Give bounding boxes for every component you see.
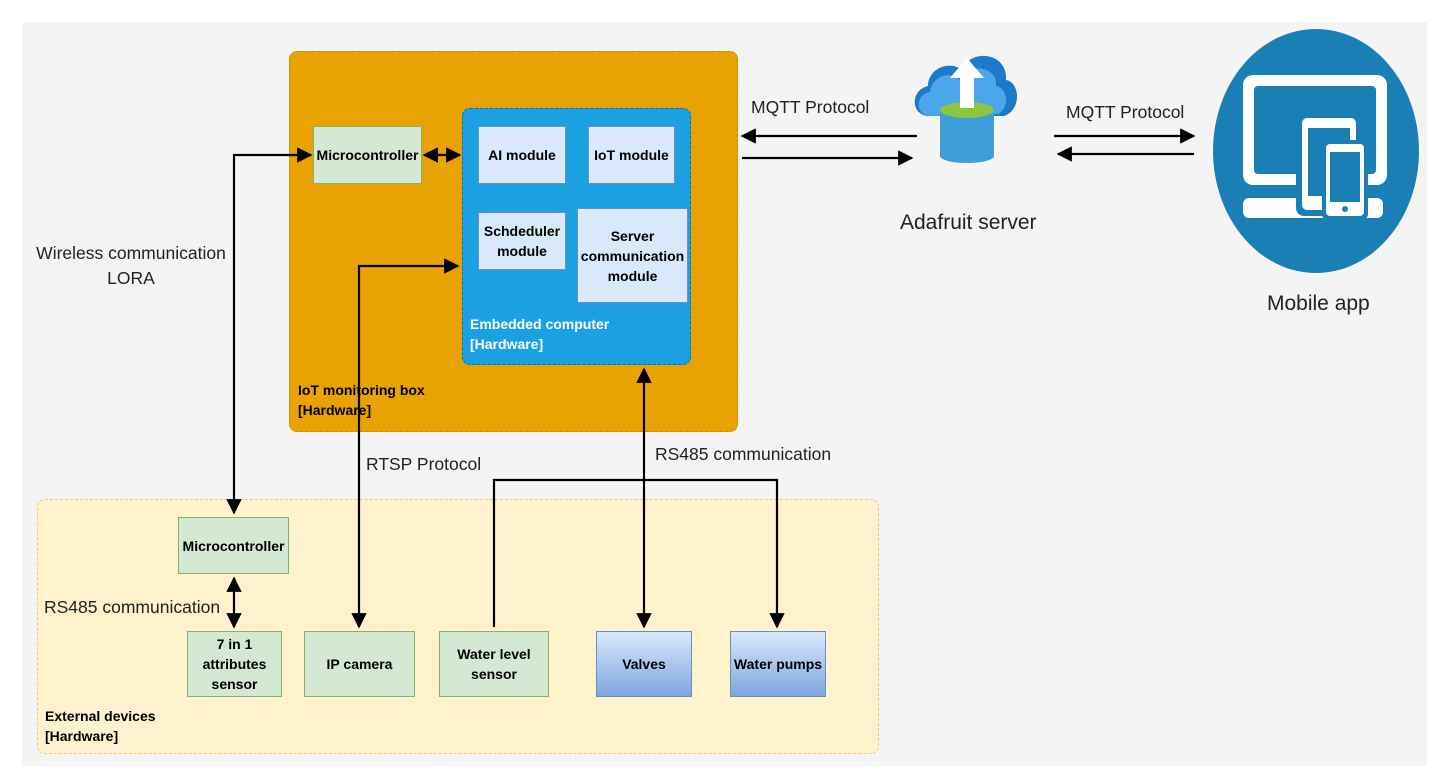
adafruit-server-label: Adafruit server [900, 211, 1037, 234]
external-devices-caption: External devices [Hardware] [45, 708, 156, 744]
rtsp-link [351, 258, 460, 629]
mqtt-left-label: MQTT Protocol [751, 97, 870, 117]
lora-label: Wireless communication LORA [36, 243, 226, 288]
microcontroller-top: Microcontroller [313, 126, 422, 184]
scheduler-module: Schdeduler module [478, 212, 566, 270]
rs485-right-label: RS485 communication [655, 444, 832, 464]
server-communication-module: Server communication module [577, 208, 688, 303]
lora-link [226, 147, 313, 515]
water-level-sensor: Water level sensor [439, 631, 549, 697]
embedded-computer-caption: Embedded computer [Hardware] [470, 316, 610, 352]
cloud-database-upload-icon [914, 55, 1017, 163]
rs485-water-level-link [492, 478, 644, 627]
microcontroller-bottom: Microcontroller [178, 517, 289, 574]
rs485-left-label: RS485 communication [44, 597, 221, 617]
mqtt-right-label: MQTT Protocol [1066, 102, 1185, 122]
ip-camera: IP camera [304, 631, 415, 697]
rs485-pumps-link [644, 478, 785, 629]
mobile-app-label: Mobile app [1267, 292, 1370, 315]
iot-module: IoT module [588, 126, 675, 184]
rtsp-label: RTSP Protocol [366, 454, 482, 474]
water-pumps: Water pumps [730, 631, 826, 697]
ai-module: AI module [478, 126, 566, 184]
seven-in-one-sensor: 7 in 1 attributes sensor [187, 631, 282, 697]
multi-device-icon [1213, 29, 1419, 273]
valves: Valves [596, 631, 692, 697]
